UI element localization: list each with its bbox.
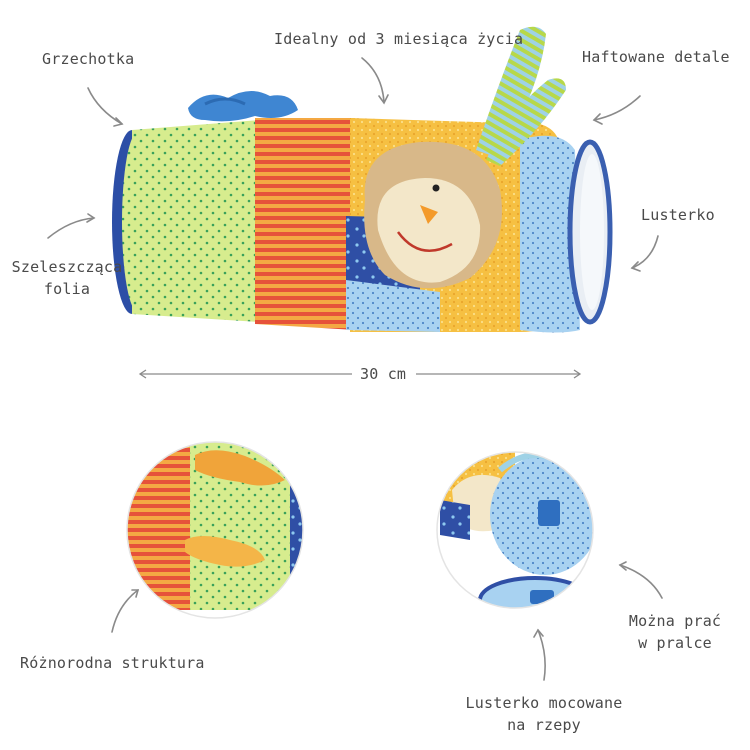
arrow-mirror bbox=[631, 235, 659, 269]
arrow-washable bbox=[619, 564, 663, 599]
label-crinkle-foil: Szeleszcząca folia bbox=[8, 258, 126, 298]
length-measurement bbox=[138, 369, 582, 379]
label-mirror: Lusterko bbox=[641, 206, 715, 224]
texture-detail-photo bbox=[126, 441, 304, 619]
arrow-age bbox=[361, 57, 385, 103]
arrow-embroidered bbox=[593, 95, 641, 121]
arrow-crinkle bbox=[47, 217, 95, 239]
label-washable-line1: Można prać bbox=[628, 612, 722, 630]
velcro-mirror-detail-photo bbox=[436, 451, 594, 609]
label-washable: Można prać w pralce bbox=[620, 612, 730, 652]
label-age: Idealny od 3 miesiąca życia bbox=[274, 30, 524, 48]
arrow-texture bbox=[111, 589, 139, 633]
label-velcro-mirror: Lusterko mocowane na rzepy bbox=[454, 694, 634, 734]
label-texture: Różnorodna struktura bbox=[20, 654, 205, 672]
label-length: 30 cm bbox=[360, 365, 407, 383]
arrow-velcro bbox=[537, 629, 546, 681]
callout-arrows bbox=[47, 57, 663, 681]
label-washable-line2: w pralce bbox=[638, 634, 712, 652]
label-crinkle-line2: folia bbox=[43, 280, 91, 298]
label-velcro-line2: na rzepy bbox=[507, 716, 581, 734]
label-velcro-line1: Lusterko mocowane bbox=[465, 694, 623, 712]
label-embroidered: Haftowane detale bbox=[582, 48, 730, 66]
arrow-rattle bbox=[87, 87, 123, 125]
label-rattle: Grzechotka bbox=[42, 50, 135, 68]
label-crinkle-line1: Szeleszcząca bbox=[11, 258, 123, 276]
activity-roll-toy bbox=[112, 26, 613, 333]
